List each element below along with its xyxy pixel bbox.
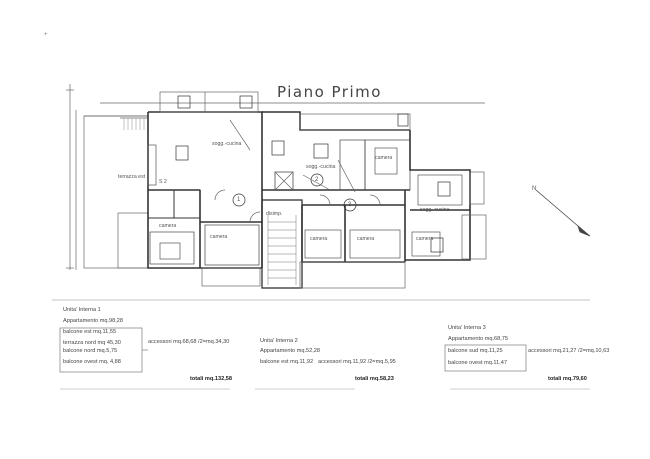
room-label-camera-5: camera [357,236,375,242]
room-label-sogg-2: sogg.-cucina [306,164,336,170]
room-label-camera-3: camera [375,155,393,161]
unit-1-balcone-est: balcone est mq.11,55 [63,329,117,335]
unit-1-balcone-nord: balcone nord mq.5,75 [63,348,118,354]
unit-3-accessori: accessori mq.21,27 /2=mq.10,63 [528,348,610,354]
room-label-disimpegno: disimp. [266,211,283,217]
room-label-sogg-1: sogg.-cucina [212,141,242,147]
room-label-camera-1: camera [159,223,177,229]
unit-2-balcone-est: balcone est mq.11,92 [260,359,314,365]
unit-3-marker [343,198,357,212]
unit-3-totale: totali mq.79,60 [548,376,587,382]
unit-3-accessori-box [444,344,527,372]
unit-3-name: Unita' Interna 3 [448,325,486,331]
unit-1-totale: totali mq.132,58 [190,376,232,382]
unit-3-balcone-sud: balcone sud mq.11,25 [448,348,503,354]
corner-mark: + [44,32,48,38]
unit-2-accessori: accessori mq.11,92 /2=mq.5,95 [318,359,396,365]
room-label-bagno: S 2 [159,179,167,185]
unit-1-appartamento: Appartamento mq.98,28 [63,318,124,324]
unit-1-accessori: accessori mq.68,68 /2=mq.34,30 [148,339,230,345]
room-label-camera-4: camera [310,236,328,242]
unit-2-number: 2 [315,177,319,183]
unit-1-terrazza-nord: terrazza nord mq 45,30 [63,340,121,346]
unit-1-balcone-ovest: balcone ovest mq. 4,88 [63,359,121,365]
unit-3-appartamento: Appartamento mq.68,75 [448,336,509,342]
room-label-camera-2: camera [210,234,228,240]
unit-2-totale: totali mq.58,23 [355,376,394,382]
floor-title: Piano Primo [277,83,382,101]
terrazza-outline [83,115,149,269]
north-label: N [532,186,537,192]
unit-2-appartamento: Appartamento mq.52,28 [260,348,321,354]
room-label-camera-6: camera [416,236,434,242]
room-label-terrazza: terrazza est [118,174,146,180]
room-label-sogg-3: sogg.-cucina [420,207,450,213]
unit-1-number: 1 [237,197,241,203]
unit-1-name: Unita' Interna 1 [63,307,101,313]
unit-3-balcone-ovest: balcone ovest mq.11,47 [448,360,507,366]
unit-2-name: Unita' Interna 2 [260,338,298,344]
unit-3-number: 3 [348,202,352,208]
unit-2-marker [310,173,324,187]
unit-1-marker [232,193,246,207]
north-arrow [535,189,591,237]
